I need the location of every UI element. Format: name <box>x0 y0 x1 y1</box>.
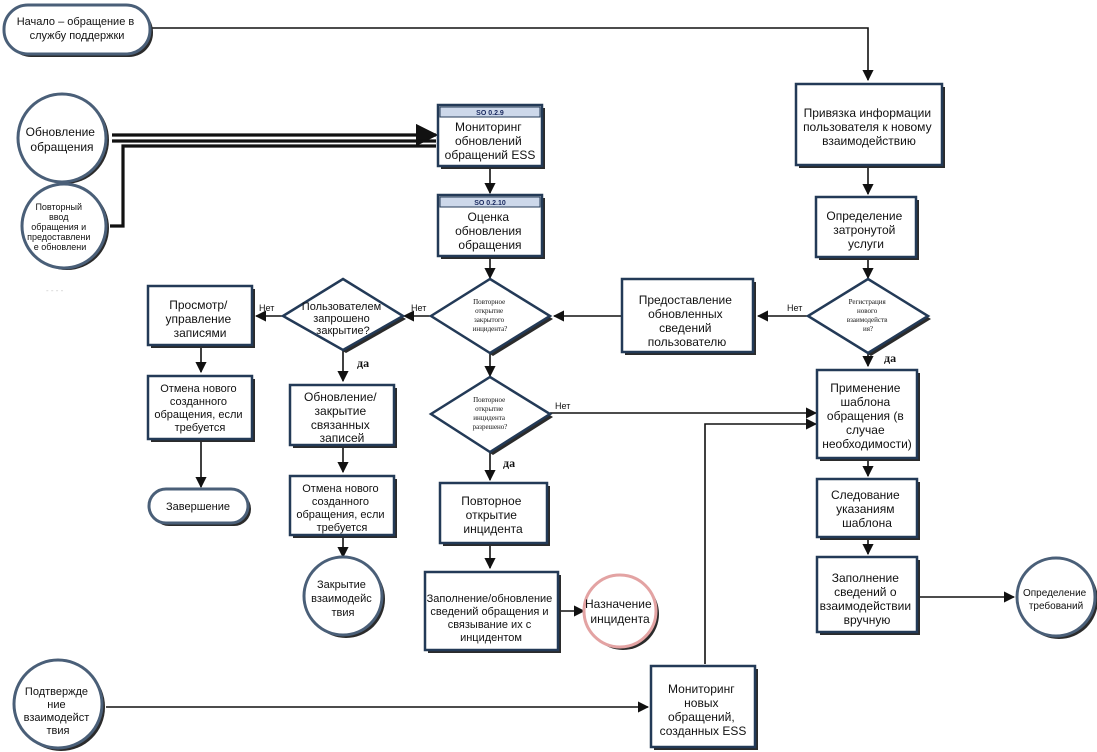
box-reopen-incident: Повторное открытие инцидента <box>438 481 550 546</box>
box-update-close-records: Обновление/ закрытие связанных записей <box>288 383 397 448</box>
svg-text:Предоставление обновленн: Предоставление обновленных сведений поль… <box>639 293 736 349</box>
edge-monitornew-to-template <box>704 418 818 664</box>
svg-text:Повторный ввод обр: Повторный ввод обращения и предоставлени… <box>27 202 93 252</box>
svg-text:Отмена нового созданного: Отмена нового созданного обращения, если… <box>296 483 387 534</box>
svg-text:Повторное открытие: Повторное открытие закрытого инцидента? <box>473 298 508 333</box>
box-monitor-updates: SO 0.2.9 Мониторинг обновлений обращений… <box>436 103 545 169</box>
svg-text:Мониторинг обновлений: Мониторинг обновлений обращений ESS <box>445 120 536 162</box>
label-yes-d2: да <box>357 356 369 370</box>
svg-text:Следование указаниям: Следование указаниям шаблона <box>831 488 903 530</box>
svg-text:Пользователем запрошено: Пользователем запрошено закрытие? <box>302 301 384 337</box>
svg-text:Заполнение/обновление св: Заполнение/обновление сведений обращения… <box>427 593 556 644</box>
label-yes-d3: да <box>503 456 515 470</box>
box-cancel-request-1: Отмена нового созданного обращения, если… <box>146 374 255 442</box>
svg-text:Завершение: Завершение <box>166 501 230 513</box>
edge-labels: Нет Нет Нет Нет да да да <box>259 303 896 470</box>
label-yes-register: да <box>884 351 896 365</box>
circle-reenter-request: Повторный ввод обращения и предоставлени… <box>20 182 109 270</box>
circle-update-request: Обновление обращения <box>16 92 109 184</box>
box-evaluate-update: SO 0.2.10 Оценка обновления обращения <box>436 193 545 259</box>
decision-reopen-allowed: Повторное открытие инцидента разрешено? <box>428 375 553 455</box>
svg-text:Повторное открытие: Повторное открытие инцидента <box>461 494 524 536</box>
decision-reopen-closed-incident: Повторное открытие закрытого инцидента? <box>428 277 553 356</box>
start-label: Начало – обращение в службу поддержки <box>17 16 138 42</box>
box-define-service: Определение затронутой услуги <box>814 195 919 260</box>
box-apply-template: Применение шаблона обращения (в случае н… <box>815 368 920 461</box>
svg-text:Обновление/ закрытие: Обновление/ закрытие связанных записей <box>304 390 380 445</box>
svg-text:Регистрация нового: Регистрация нового взаимодейств ия? <box>847 298 889 333</box>
faded-text: - - - - <box>46 286 64 295</box>
box-monitor-new-requests: Мониторинг новых обращений, созданных ES… <box>649 664 758 750</box>
label-no-d3: Нет <box>555 401 570 411</box>
box-view-records: Просмотр/ управление записями <box>146 284 255 348</box>
circle-define-requirements: Определение требований <box>1015 556 1097 639</box>
svg-text:Привязка информации поль: Привязка информации пользователя к новом… <box>803 106 935 148</box>
connectors <box>106 27 1016 713</box>
circle-close-interaction: Закрытие взаимодейс твия <box>302 555 385 638</box>
edge-start-to-bind <box>150 27 874 82</box>
svg-text:Повторное открытие: Повторное открытие инцидента разрешено? <box>473 396 508 431</box>
svg-text:SO 0.2.10: SO 0.2.10 <box>474 200 506 207</box>
svg-text:Подтвержде ние вза: Подтвержде ние взаимодейст твия <box>24 686 93 737</box>
box-fill-manually: Заполнение сведений о взаимодействии вру… <box>815 555 920 635</box>
box-follow-template: Следование указаниям шаблона <box>815 477 920 540</box>
box-cancel-request-2: Отмена нового созданного обращения, если… <box>288 474 397 538</box>
svg-text:Закрытие взаимодейс: Закрытие взаимодейс твия <box>311 579 375 619</box>
svg-text:Мониторинг новых о: Мониторинг новых обращений, созданных ES… <box>660 682 747 738</box>
svg-text:Определение требований: Определение требований <box>1023 588 1089 612</box>
svg-text:Применение шаблона: Применение шаблона обращения (в случае н… <box>822 381 912 451</box>
svg-text:Отмена нового созданного: Отмена нового созданного обращения, если… <box>154 383 245 434</box>
svg-text:Просмотр/ управление: Просмотр/ управление записями <box>166 298 235 340</box>
svg-text:Заполнение сведений о: Заполнение сведений о взаимодействии вру… <box>820 571 915 627</box>
start-node: Начало – обращение в службу поддержки <box>2 3 153 57</box>
circle-assign-incident: Назначение инцидента <box>582 573 659 650</box>
circle-confirm-interaction: Подтвержде ние взаимодейст твия <box>12 658 105 751</box>
box-provide-info: Предоставление обновленных сведений поль… <box>620 277 756 355</box>
label-no-register: Нет <box>787 303 802 313</box>
edge-reenter-to-monitor <box>110 144 436 228</box>
label-no-d2: Нет <box>259 303 274 313</box>
finish-node: Завершение <box>147 487 251 526</box>
svg-text:Назначение инцидента: Назначение инцидента <box>585 597 655 626</box>
box-bind-user-info: Привязка информации пользователя к новом… <box>794 82 945 168</box>
decision-user-requested-close: Пользователем запрошено закрытие? <box>280 277 406 353</box>
svg-text:Обновление обращения: Обновление обращения <box>26 125 99 154</box>
box-fill-request-details: Заполнение/обновление сведений обращения… <box>423 570 561 653</box>
svg-text:Оценка обновления: Оценка обновления обращения <box>455 210 525 252</box>
svg-text:Определение затронутой: Определение затронутой услуги <box>826 209 905 251</box>
label-no-d1: Нет <box>411 303 426 313</box>
decision-register-interaction: Регистрация нового взаимодейств ия? <box>805 277 931 356</box>
svg-text:SO 0.2.9: SO 0.2.9 <box>476 110 504 117</box>
